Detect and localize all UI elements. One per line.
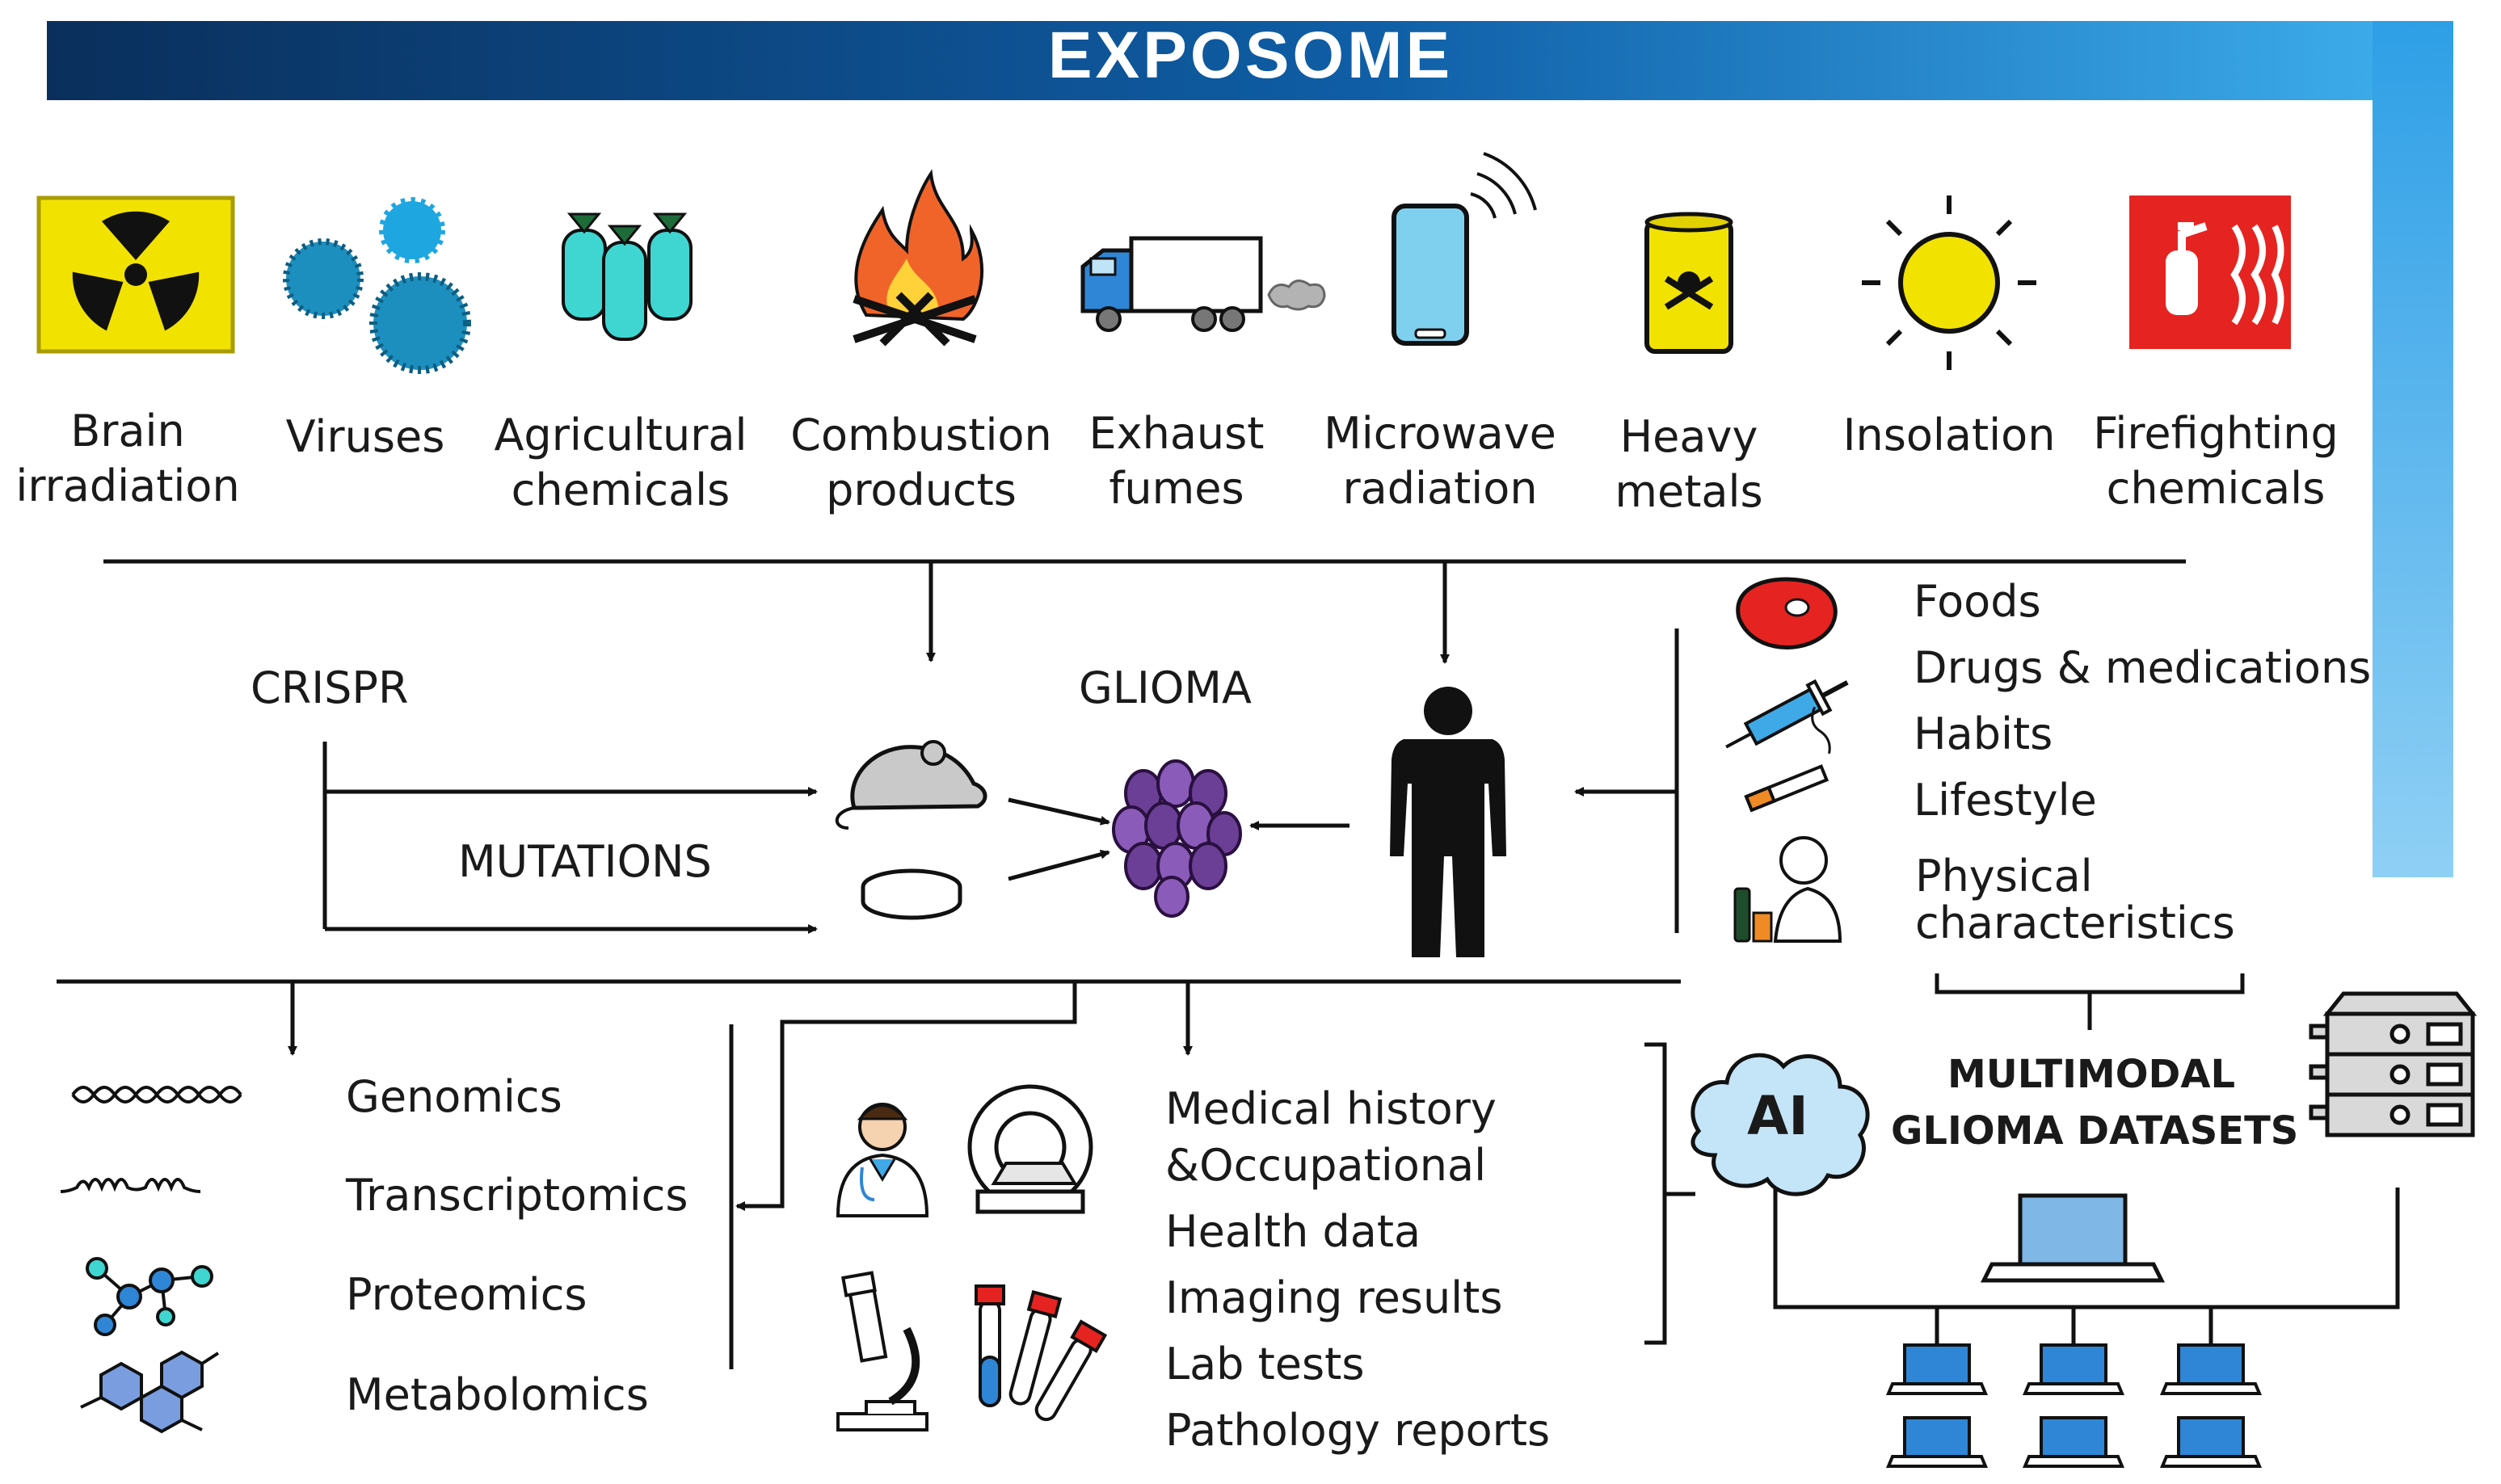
- chemical-bags-icon: [562, 212, 693, 341]
- lifestyle-foods: Foods: [1914, 576, 2041, 627]
- protein-molecule-icon: [86, 1257, 213, 1336]
- sun-icon: [1862, 195, 2036, 370]
- glioma-cells-icon: [1112, 759, 1242, 918]
- lifestyle-physical: Physical: [1915, 851, 2093, 902]
- cigarette-icon: [1744, 706, 1831, 813]
- datasets-title-line2: GLIOMA DATASETS: [1891, 1108, 2299, 1154]
- toxic-barrel-icon: [1644, 212, 1733, 354]
- rna-icon: [60, 1178, 201, 1193]
- dna-icon: [71, 1086, 242, 1104]
- datasets-title-line1: MULTIMODAL: [1947, 1052, 2236, 1097]
- lifestyle-habits: Habits: [1914, 708, 2053, 759]
- omics-genomics: Genomics: [346, 1071, 562, 1122]
- mouse-icon: [835, 740, 987, 830]
- laptop-small-icon: [2023, 1343, 2124, 1395]
- test-tubes-icon: [975, 1284, 1108, 1422]
- laptop-icon: [1980, 1193, 2166, 1283]
- network-laptops: [1886, 1343, 2262, 1468]
- petri-dish-icon: [861, 868, 962, 920]
- connector-lines: [57, 559, 2400, 1369]
- clinical-imaging: Imaging results: [1165, 1272, 1503, 1323]
- lifestyle-lifestyle: Lifestyle: [1914, 775, 2097, 826]
- mri-scanner-icon: [967, 1084, 1093, 1214]
- clinical-occupational: &Occupational: [1165, 1140, 1487, 1191]
- human-silhouette-icon: [1390, 687, 1506, 957]
- meat-icon: [1736, 577, 1838, 650]
- syringe-icon: [1725, 679, 1849, 749]
- tired-person-icon: [1733, 836, 1842, 943]
- metabolite-molecule-icon: [80, 1350, 220, 1434]
- laptop-small-icon: [2160, 1416, 2262, 1468]
- lifestyle-characteristics: characteristics: [1915, 898, 2235, 948]
- clinical-health-data: Health data: [1165, 1206, 1421, 1257]
- laptop-small-icon: [2160, 1343, 2262, 1395]
- omics-metabolomics: Metabolomics: [346, 1369, 649, 1420]
- exposure-label-insolation: Insolation: [1842, 410, 2056, 460]
- laptop-small-icon: [2023, 1416, 2124, 1468]
- ai-label: AI: [1747, 1085, 1808, 1147]
- exposome-title: EXPOSOME: [1047, 19, 1454, 92]
- crispr-label: CRISPR: [251, 662, 409, 713]
- omics-proteomics: Proteomics: [346, 1269, 587, 1320]
- phone-icon: [1392, 152, 1537, 346]
- clinical-pathology: Pathology reports: [1165, 1405, 1551, 1456]
- server-icon: [2309, 991, 2478, 1137]
- doctor-icon: [836, 1103, 929, 1217]
- exposure-label-viruses: Viruses: [285, 411, 445, 462]
- fire-icon: [853, 169, 983, 347]
- mutations-label: MUTATIONS: [458, 836, 712, 887]
- glioma-label: GLIOMA: [1079, 662, 1252, 713]
- exposome-banner: [47, 21, 2453, 877]
- microscope-icon: [836, 1271, 928, 1431]
- lifestyle-drugs: Drugs & medications: [1914, 642, 2372, 693]
- virus-icon: [283, 197, 471, 374]
- clinical-medical-history: Medical history: [1165, 1083, 1497, 1134]
- clinical-lab-tests: Lab tests: [1165, 1339, 1365, 1389]
- truck-icon: [1080, 236, 1326, 332]
- omics-transcriptomics: Transcriptomics: [346, 1170, 688, 1221]
- laptop-small-icon: [1886, 1343, 1988, 1395]
- laptop-small-icon: [1886, 1416, 1988, 1468]
- ai-cloud-icon: [1690, 1053, 1870, 1196]
- radiation-icon: [36, 195, 235, 354]
- extinguisher-icon: [2129, 195, 2291, 349]
